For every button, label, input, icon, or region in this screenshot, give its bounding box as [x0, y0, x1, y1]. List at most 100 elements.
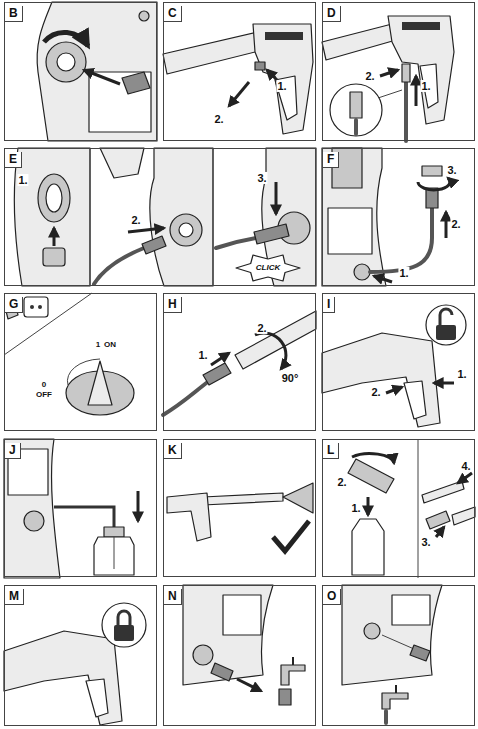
filter-clean-figure: [342, 585, 442, 723]
hose-mount-figure: [46, 184, 62, 212]
step-number: 2.: [364, 70, 375, 82]
tap-disconnect-figure: [223, 595, 261, 635]
step-number: 1.: [420, 80, 431, 92]
detergent-figure: [54, 507, 114, 529]
hose-mount-figure: [179, 223, 193, 237]
gun-release-figure: [163, 24, 313, 134]
panel-letter: B: [5, 6, 23, 22]
hose-to-tap-figure: [322, 148, 386, 286]
step-panel: M: [4, 585, 157, 726]
hose-to-gun-figure: [415, 76, 418, 106]
lance-fit-figure: [163, 311, 316, 415]
step-number: 1.: [197, 349, 208, 361]
step-panel: O: [322, 585, 475, 726]
hose-mount-figure: [53, 228, 56, 246]
switch-marking: 0: [41, 381, 47, 390]
tap-disconnect-figure: [281, 665, 305, 685]
foam-nozzle-figure: [348, 459, 394, 493]
gun-release-figure: [275, 76, 297, 120]
hose-mount-figure: [254, 224, 289, 244]
inlet-fitting-figure: [44, 32, 88, 46]
hose-to-tap-figure: [422, 166, 442, 176]
inlet-fitting-figure: [46, 42, 86, 82]
step-number: 1.: [398, 267, 409, 279]
step-number: 2.: [450, 218, 461, 230]
spray-figure: [283, 483, 313, 513]
safety-unlock-figure: [404, 381, 426, 419]
safety-lock-figure: [102, 603, 146, 647]
panel-letter: N: [164, 589, 182, 605]
gun-release-figure: [229, 82, 249, 106]
lance-fit-figure: [235, 311, 316, 369]
foam-nozzle-figure: [348, 439, 475, 578]
panel-letter: H: [164, 297, 182, 313]
safety-unlock-figure: [440, 309, 452, 325]
lance-fit-figure: [211, 353, 229, 365]
hose-to-tap-figure: [322, 148, 450, 286]
panel-letter: G: [5, 297, 23, 313]
power-switch-figure: [38, 305, 42, 309]
tap-disconnect-figure: [237, 679, 261, 691]
hose-to-tap-figure: [328, 208, 372, 254]
hose-mount-figure: [128, 228, 164, 232]
tap-disconnect-figure: [183, 585, 273, 685]
detergent-figure: [4, 439, 138, 578]
step-panel: B: [4, 2, 157, 141]
inlet-fitting-figure: [89, 72, 151, 132]
hose-mount-figure: [43, 248, 65, 266]
foam-nozzle-figure: [418, 439, 419, 578]
hose-mount-figure: [275, 182, 278, 214]
foam-nozzle-figure: [426, 511, 450, 529]
switch-marking: CLICK: [255, 264, 281, 273]
panel-letter: J: [5, 443, 21, 459]
step-number: 1.: [350, 502, 361, 514]
step-number: 2.: [130, 214, 141, 226]
step-number: 2.: [213, 113, 224, 125]
hose-mount-figure: [38, 174, 70, 222]
hose-to-tap-figure: [418, 178, 450, 190]
hose-to-gun-figure: [402, 22, 440, 30]
gun-release-figure: [265, 32, 303, 40]
hose-mount-figure: [100, 148, 144, 178]
switch-marking: OFF: [35, 391, 53, 400]
hose-mount-figure: [213, 148, 214, 286]
power-switch-figure: [30, 305, 34, 309]
hose-mount-figure: [15, 148, 90, 286]
step-number: 90°: [281, 372, 300, 384]
filter-clean-figure: [392, 595, 430, 625]
hose-to-gun-figure: [330, 84, 382, 136]
detergent-figure: [94, 537, 134, 575]
switch-marking: 1: [95, 341, 101, 350]
panel-letter: I: [323, 297, 335, 313]
hose-mount-figure: [15, 148, 316, 286]
safety-unlock-figure: [386, 387, 402, 393]
panel-letter: L: [323, 443, 339, 459]
detergent-figure: [137, 491, 140, 521]
foam-nozzle-figure: [352, 454, 394, 463]
detergent-figure: [24, 511, 44, 531]
step-panel: N: [163, 585, 316, 726]
panel-letter: K: [164, 443, 182, 459]
hose-mount-figure: [236, 255, 300, 281]
gun-release-figure: [163, 32, 263, 74]
safety-lock-figure: [114, 625, 134, 641]
hose-to-gun-figure: [404, 82, 408, 141]
step-number: 3.: [446, 164, 457, 176]
detergent-figure: [4, 439, 60, 578]
safety-lock-figure: [118, 611, 130, 625]
inlet-fitting-figure: [139, 11, 149, 21]
inlet-fitting-figure: [84, 70, 120, 84]
detergent-figure: [104, 527, 124, 537]
hose-to-gun-figure: [402, 64, 410, 82]
hose-to-tap-figure: [445, 212, 448, 238]
power-switch-figure: [88, 361, 112, 405]
panel-letter: E: [5, 152, 22, 168]
step-panel: D: [322, 2, 475, 141]
hose-to-gun-figure: [322, 24, 396, 60]
detergent-figure: [114, 537, 115, 569]
power-switch-figure: [4, 293, 134, 415]
safety-unlock-figure: [436, 325, 456, 340]
tap-disconnect-figure: [183, 585, 305, 705]
